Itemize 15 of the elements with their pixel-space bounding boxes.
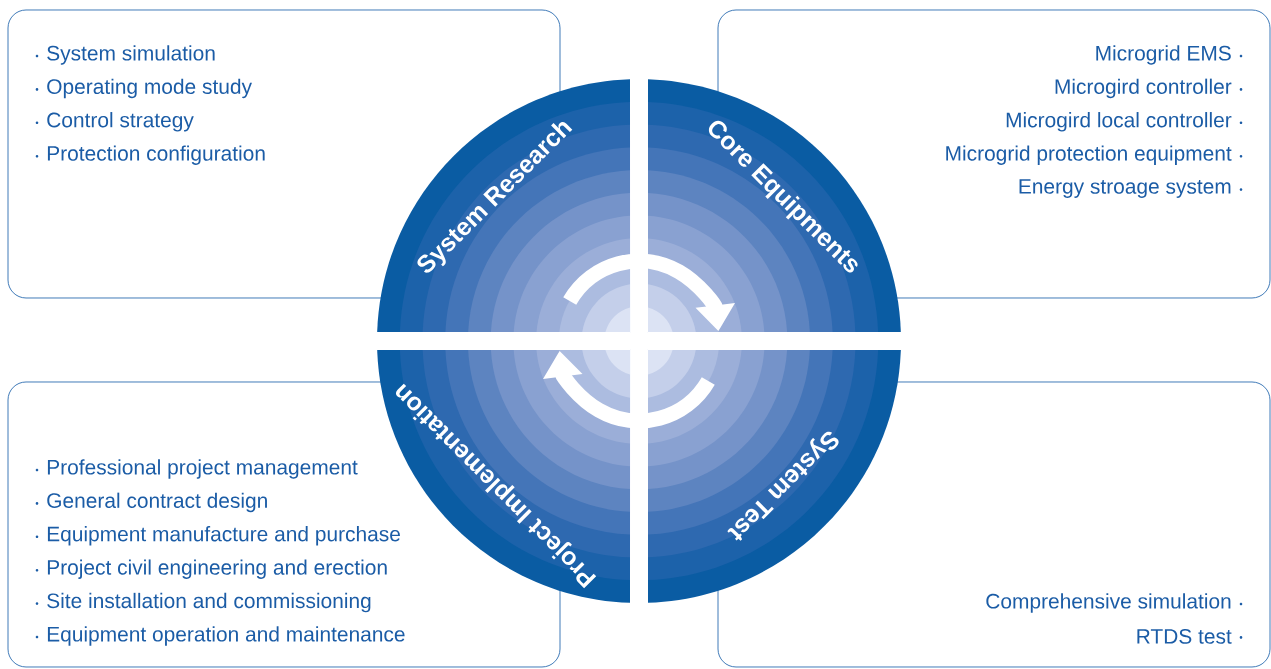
list-item: Operating mode study xyxy=(35,78,252,99)
list-item: Microgird controller xyxy=(1055,78,1243,99)
list-item: RTDS test xyxy=(1137,629,1243,644)
list-item: General contract design xyxy=(35,492,267,513)
list-item: Protection configuration xyxy=(35,145,265,165)
list-item: Professional project management xyxy=(35,459,358,479)
list-item: Equipment operation and maintenance xyxy=(35,626,405,646)
list-item: Site installation and commissioning xyxy=(35,592,371,613)
list-item: Microgrid EMS xyxy=(1096,45,1243,65)
list-item: Control strategy xyxy=(35,112,194,132)
list-item: Microgird local controller xyxy=(1006,112,1243,132)
list-item: System simulation xyxy=(35,45,215,65)
list-item: Microgrid protection equipment xyxy=(946,145,1243,165)
list-item: Energy stroage system xyxy=(1019,179,1243,198)
list-item: Comprehensive simulation xyxy=(986,593,1243,613)
